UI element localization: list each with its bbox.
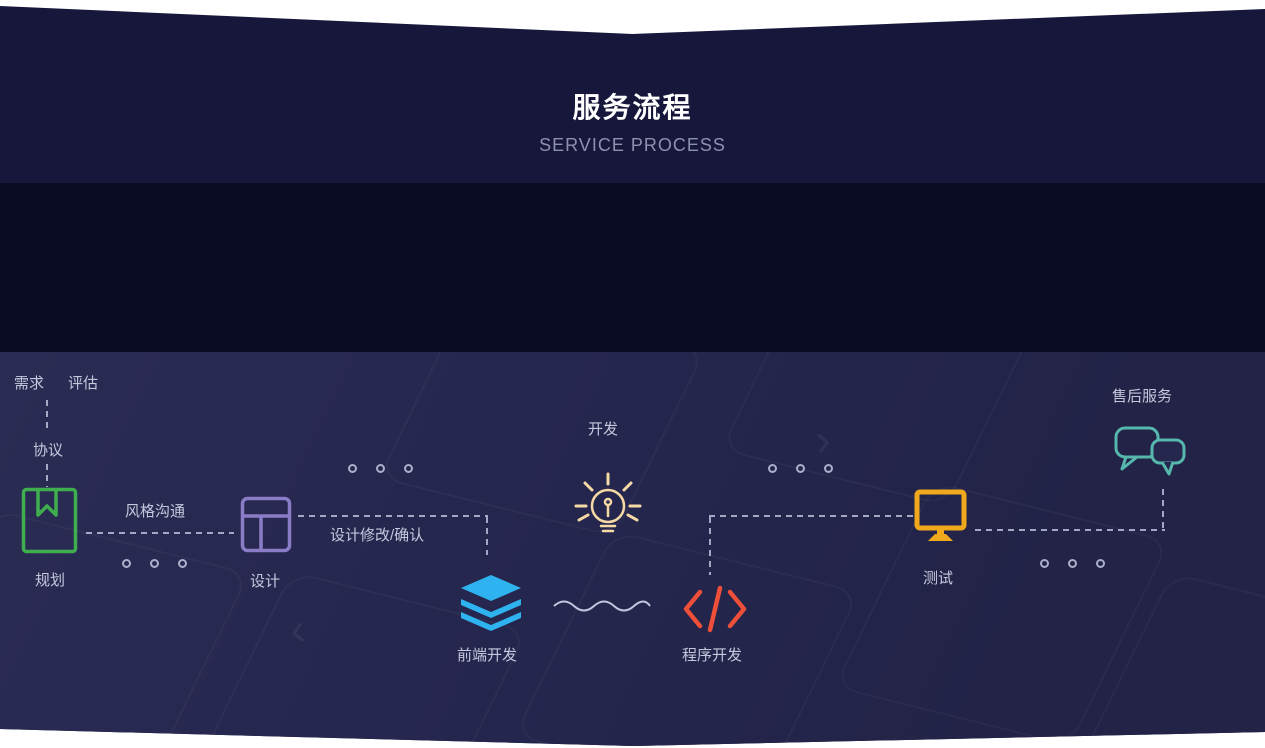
keyboard-key-texture: [720, 352, 1034, 506]
dot: [178, 559, 187, 568]
dot: [150, 559, 159, 568]
label-agreement: 协议: [33, 442, 64, 459]
connector-program-testing-h: [709, 515, 915, 517]
bulb-icon: [570, 452, 646, 550]
label-design-revision: 设计修改/确认: [330, 527, 425, 544]
label-development: 开发: [588, 421, 619, 438]
monitor-icon: [914, 489, 967, 546]
dark-band: [0, 183, 1265, 352]
flow-diagram: ‹ ›: [0, 352, 1265, 746]
connector-testing-aftersales-h: [975, 529, 1165, 531]
dots-group-aftersales: [1040, 559, 1105, 568]
dot: [122, 559, 131, 568]
dot: [1096, 559, 1105, 568]
label-planning: 规划: [35, 572, 66, 589]
code-icon: [682, 582, 748, 636]
label-testing: 测试: [923, 570, 954, 587]
dot: [796, 464, 805, 473]
connector-planning-design: [86, 532, 234, 534]
dots-group-planning: [122, 559, 187, 568]
dots-group-testing: [768, 464, 833, 473]
keyboard-key-texture: [1076, 572, 1265, 746]
page-title: 服务流程: [572, 92, 693, 123]
layers-icon: [458, 574, 524, 631]
connector-demand-agreement: [46, 400, 48, 432]
dot: [1040, 559, 1049, 568]
label-design: 设计: [250, 573, 281, 590]
dot: [768, 464, 777, 473]
dot: [824, 464, 833, 473]
connector-aftersales-v: [1162, 489, 1164, 531]
connector-design-frontend-v: [486, 517, 488, 555]
chat-bubbles-icon: [1114, 424, 1186, 484]
dot: [1068, 559, 1077, 568]
connector-program-v: [709, 517, 711, 575]
keyboard-key-texture: [378, 352, 706, 537]
wave-connector: [552, 593, 652, 617]
dot: [404, 464, 413, 473]
label-after-sales: 售后服务: [1112, 388, 1173, 405]
label-evaluation: 评估: [68, 375, 99, 392]
dot: [376, 464, 385, 473]
book-icon: [21, 487, 78, 554]
label-program-dev: 程序开发: [682, 647, 743, 664]
dots-group-design: [348, 464, 413, 473]
label-demand: 需求: [14, 375, 45, 392]
keyboard-key-texture: [514, 530, 861, 746]
chevron-texture: ›: [811, 412, 834, 466]
layout-icon: [240, 496, 292, 553]
connector-agreement-planning: [46, 464, 48, 487]
page-subtitle: SERVICE PROCESS: [539, 135, 726, 155]
connector-design-frontend-h: [298, 515, 488, 517]
dot: [348, 464, 357, 473]
label-frontend-dev: 前端开发: [457, 647, 518, 664]
keyboard-key-texture: [833, 482, 1170, 746]
chevron-texture: ‹: [286, 602, 309, 656]
label-style-communication: 风格沟通: [125, 503, 186, 520]
